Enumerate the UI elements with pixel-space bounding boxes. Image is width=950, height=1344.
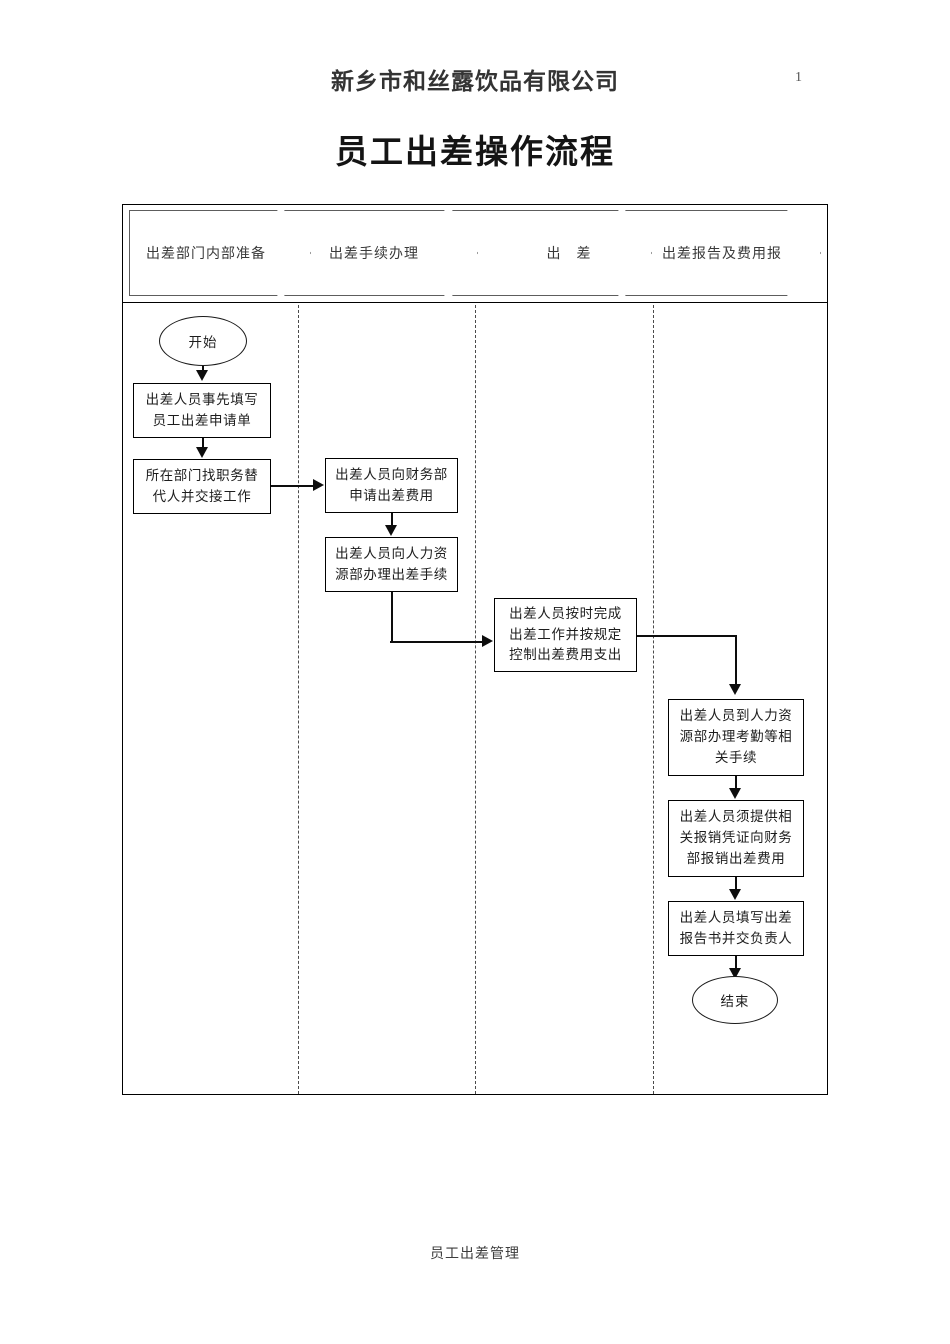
connector-l2n1-to-l2n2 bbox=[391, 513, 393, 527]
lane1-node-2-line-1: 所在部门找职务替 bbox=[145, 467, 259, 483]
lane1-node-2-line-2: 代人并交接工作 bbox=[152, 488, 252, 504]
arrowhead-l2n1-to-l2n2 bbox=[385, 525, 397, 536]
document-title: 员工出差操作流程 bbox=[335, 132, 615, 171]
connector-lane1-to-lane2 bbox=[271, 485, 315, 487]
connector-l4n2-to-l4n3 bbox=[735, 877, 737, 891]
lane3-node-1-line-3: 控制出差费用支出 bbox=[509, 647, 622, 663]
connector-l4n3-to-end bbox=[735, 956, 737, 970]
connector-start-to-l1n1 bbox=[202, 366, 204, 372]
lane4-node-1-line-1: 出差人员到人力资 bbox=[679, 708, 793, 724]
arrowhead-lane1-to-lane2 bbox=[313, 479, 324, 491]
arrowhead-l4n1-to-l4n2 bbox=[729, 788, 741, 799]
phase-chevron-2: 出差手续办理 bbox=[284, 210, 478, 296]
lane2-node-2-line-1: 出差人员向人力资 bbox=[335, 545, 448, 561]
start-terminator-label: 开始 bbox=[188, 335, 218, 350]
lane2-node-2-line-2: 源部办理出差手续 bbox=[335, 566, 448, 582]
document-footer: 员工出差管理 bbox=[430, 1247, 520, 1262]
lane4-node-3-line-1: 出差人员填写出差 bbox=[679, 909, 793, 925]
document-header-company: 新乡市和丝露饮品有限公司 bbox=[331, 69, 619, 94]
lane4-node-2-line-3: 部报销出差费用 bbox=[686, 850, 786, 866]
lane3-node-1-line-2: 出差工作并按规定 bbox=[509, 626, 622, 642]
page-number: 1 bbox=[795, 70, 802, 85]
phase-chevron-3: 出 差 bbox=[452, 210, 652, 296]
phase-chevron-2-label: 出差手续办理 bbox=[329, 247, 419, 262]
end-terminator-label: 结束 bbox=[720, 994, 750, 1009]
lane4-node-2-line-2: 关报销凭证向财务 bbox=[679, 830, 793, 846]
connector-l4n1-to-l4n2 bbox=[735, 776, 737, 790]
connector-lane3-to-lane4-vertical bbox=[735, 635, 737, 687]
arrowhead-l4n2-to-l4n3 bbox=[729, 889, 741, 900]
lane-divider-3 bbox=[653, 305, 654, 1094]
lane2-node-1-line-2: 申请出差费用 bbox=[349, 487, 434, 503]
lane1-node-1: 出差人员事先填写 员工出差申请单 bbox=[133, 383, 271, 438]
connector-lane2-to-lane3-vertical bbox=[391, 592, 393, 642]
lane1-node-2: 所在部门找职务替 代人并交接工作 bbox=[133, 459, 271, 514]
lane-divider-2 bbox=[475, 305, 476, 1094]
phase-chevron-4-label: 出差报告及费用报 bbox=[662, 247, 782, 262]
flowchart-frame bbox=[122, 204, 828, 1095]
arrowhead-lane3-to-lane4 bbox=[729, 684, 741, 695]
connector-lane3-to-lane4-horizontal bbox=[637, 635, 737, 637]
arrowhead-start-to-l1n1 bbox=[196, 370, 208, 381]
lane4-node-1-line-2: 源部办理考勤等相 bbox=[679, 729, 793, 745]
phase-band: 出差部门内部准备 出差手续办理 出 差 出差报告及费用报 bbox=[122, 204, 828, 303]
end-terminator: 结束 bbox=[692, 976, 778, 1024]
lane-divider-1 bbox=[298, 305, 299, 1094]
lane4-node-3-line-2: 报告书并交负责人 bbox=[679, 930, 793, 946]
lane4-node-3: 出差人员填写出差 报告书并交负责人 bbox=[668, 901, 804, 956]
lane4-node-1-line-3: 关手续 bbox=[714, 749, 758, 765]
lane3-node-1: 出差人员按时完成 出差工作并按规定 控制出差费用支出 bbox=[494, 598, 637, 672]
phase-chevron-3-label: 出 差 bbox=[546, 247, 592, 262]
lane2-node-1: 出差人员向财务部 申请出差费用 bbox=[325, 458, 458, 513]
arrowhead-l1n1-to-l1n2 bbox=[196, 447, 208, 458]
phase-chevron-1-label: 出差部门内部准备 bbox=[146, 247, 266, 262]
lane3-node-1-line-1: 出差人员按时完成 bbox=[509, 605, 622, 621]
connector-l1n1-to-l1n2 bbox=[202, 438, 204, 449]
arrowhead-lane2-to-lane3 bbox=[482, 635, 493, 647]
arrowhead-l4n3-to-end bbox=[729, 968, 741, 979]
phase-chevron-1: 出差部门内部准备 bbox=[129, 210, 311, 296]
lane2-node-2: 出差人员向人力资 源部办理出差手续 bbox=[325, 537, 458, 592]
phase-chevron-4: 出差报告及费用报 bbox=[625, 210, 821, 296]
start-terminator: 开始 bbox=[159, 316, 247, 366]
lane1-node-1-line-2: 员工出差申请单 bbox=[152, 412, 252, 428]
lane1-node-1-line-1: 出差人员事先填写 bbox=[145, 391, 259, 407]
lane4-node-2: 出差人员须提供相 关报销凭证向财务 部报销出差费用 bbox=[668, 800, 804, 877]
lane4-node-1: 出差人员到人力资 源部办理考勤等相 关手续 bbox=[668, 699, 804, 776]
lane2-node-1-line-1: 出差人员向财务部 bbox=[335, 466, 448, 482]
connector-lane2-to-lane3-horizontal bbox=[390, 641, 485, 643]
lane4-node-2-line-1: 出差人员须提供相 bbox=[679, 809, 793, 825]
